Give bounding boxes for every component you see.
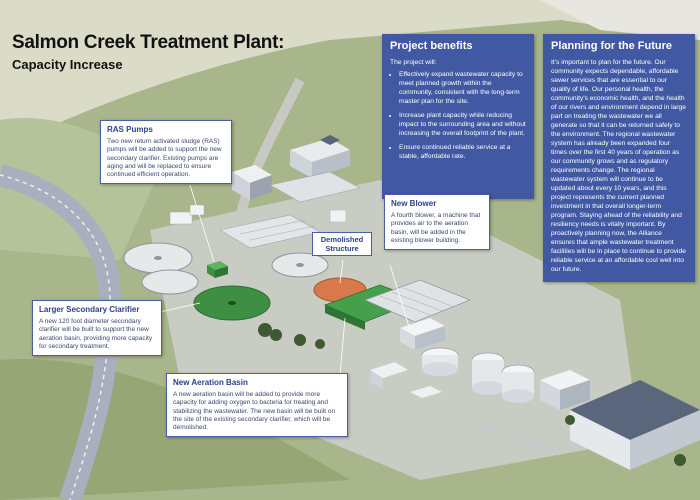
shed-3 bbox=[329, 209, 347, 223]
project-benefits-intro: The project will: bbox=[390, 59, 437, 66]
callout-body: A fourth blower, a machine that provides… bbox=[391, 212, 481, 244]
benefit-item: Ensure continued reliable service at a s… bbox=[399, 143, 526, 161]
top-building bbox=[290, 135, 350, 178]
project-benefits-list: Effectively expand wastewater capacity t… bbox=[390, 70, 526, 161]
shed-1 bbox=[169, 211, 193, 225]
new-secondary-clarifier bbox=[193, 285, 271, 321]
callout-leaders bbox=[159, 184, 411, 376]
callout-heading: RAS Pumps bbox=[107, 125, 153, 134]
title-main: Salmon Creek Treatment Plant: bbox=[12, 32, 285, 53]
project-benefits-panel: Project benefits The project will: Effec… bbox=[382, 34, 534, 199]
callout-body: Two new return activated sludge (RAS) pu… bbox=[107, 138, 222, 179]
callout-heading: New Blower bbox=[391, 199, 437, 208]
existing-clarifiers bbox=[123, 242, 329, 295]
shed-2 bbox=[189, 204, 205, 216]
existing-aeration-basins bbox=[363, 279, 472, 323]
top-right-houses bbox=[540, 0, 700, 40]
digester-tanks bbox=[421, 347, 535, 403]
title-sub: Capacity Increase bbox=[12, 57, 123, 72]
benefit-item: Effectively expand wastewater capacity t… bbox=[399, 70, 526, 106]
callout-demolished-structure: Demolished Structure bbox=[312, 232, 372, 256]
project-benefits-heading: Project benefits bbox=[390, 40, 473, 52]
planning-future-panel: Planning for the Future It's important t… bbox=[543, 34, 695, 282]
side-building bbox=[540, 370, 590, 410]
callout-heading: Larger Secondary Clarifier bbox=[39, 305, 140, 314]
callout-aeration-basin: New Aeration Basin A new aeration basin … bbox=[166, 373, 348, 438]
callout-body: A new aeration basin will be added to pr… bbox=[173, 391, 336, 432]
ras-pump-building bbox=[207, 261, 228, 278]
pipe-rack bbox=[469, 419, 561, 456]
callout-new-blower: New Blower A fourth blower, a machine th… bbox=[384, 194, 490, 251]
headworks-building bbox=[232, 165, 272, 200]
callout-secondary-clarifier: Larger Secondary Clarifier A new 120 foo… bbox=[32, 300, 162, 357]
road-edge bbox=[0, 174, 111, 500]
planning-heading: Planning for the Future bbox=[551, 40, 672, 52]
blower-building bbox=[400, 318, 445, 350]
benefit-item: Increase plant capacity while reducing i… bbox=[399, 111, 526, 138]
lower-sheds bbox=[370, 362, 442, 398]
large-warehouse bbox=[570, 380, 700, 470]
primary-tanks bbox=[219, 171, 361, 249]
callout-ras-pumps: RAS Pumps Two new return activated sludg… bbox=[100, 120, 232, 185]
demolished-label: Demolished Structure bbox=[320, 235, 364, 253]
trees bbox=[258, 114, 686, 466]
page-title: Salmon Creek Treatment Plant: Capacity I… bbox=[12, 32, 284, 72]
callout-body: A new 120 foot diameter secondary clarif… bbox=[39, 318, 153, 350]
callout-heading: New Aeration Basin bbox=[173, 378, 248, 387]
planning-body: It's important to plan for the future. O… bbox=[551, 59, 686, 273]
